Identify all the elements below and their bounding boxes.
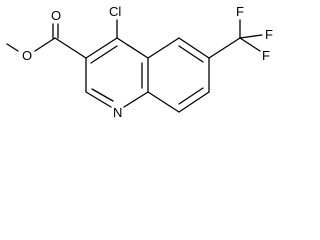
fluorine-top-label: F <box>236 4 244 19</box>
bond-c3-c4 <box>116 37 149 59</box>
bond-n1-c2 <box>85 91 112 108</box>
fluorine-bottom-label: F <box>262 48 270 63</box>
bond-c4-c5 <box>147 37 180 59</box>
bond-cf3-f-right <box>239 34 263 39</box>
bond-c2-carbonyl <box>54 37 87 59</box>
ester-oxygen-label: O <box>22 48 32 63</box>
bond-c7-c8 <box>178 91 210 113</box>
structure-diagram: Cl N O O F F F <box>6 4 273 120</box>
chlorine-label: Cl <box>109 4 121 19</box>
bond-carbonyl-ester-o <box>34 37 56 52</box>
fluorine-right-label: F <box>265 27 273 42</box>
bond-n1-c2-inner <box>91 88 114 102</box>
bond-c8a-n1 <box>123 91 149 108</box>
bond-ester-o-methyl <box>6 43 19 52</box>
bond-c5-c6 <box>178 37 210 59</box>
carbonyl-oxygen-label: O <box>51 8 61 23</box>
bond-c5-c6-inner <box>178 45 204 63</box>
bond-c6-cf3 <box>208 37 241 59</box>
ring-nitrogen-label: N <box>113 105 122 120</box>
bond-c8-c8a <box>147 91 180 113</box>
bond-cf3-f-bottom <box>239 37 261 52</box>
bond-c7-c8-inner <box>178 87 204 105</box>
bond-c2-c3-inner <box>90 45 118 64</box>
bond-c2-c3 <box>85 37 118 59</box>
